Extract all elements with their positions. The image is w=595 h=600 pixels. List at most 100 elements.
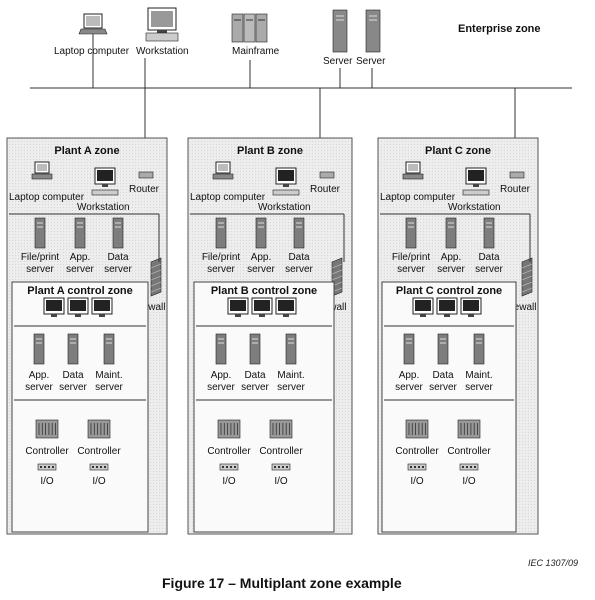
server-icon: [445, 217, 457, 249]
diagram-label: Workstation: [77, 202, 130, 213]
control-zone-box: [11, 281, 149, 533]
diagram-label: server: [207, 382, 235, 393]
device-label: Laptop computer: [54, 46, 130, 57]
diagram-label: App.: [399, 370, 420, 381]
diagram-label: I/O: [40, 476, 54, 487]
diagram-label: server: [59, 382, 87, 393]
server-icon: [249, 333, 261, 365]
server-icon: [215, 333, 227, 365]
hmi-monitor-icon: [436, 297, 458, 317]
diagram-label: server: [26, 264, 54, 275]
server-icon: [33, 333, 45, 365]
diagram-label: I/O: [410, 476, 424, 487]
diagram-label: Data: [244, 370, 266, 381]
diagram-label: Router: [500, 184, 531, 195]
server-icon: [103, 333, 115, 365]
diagram-label: Data: [432, 370, 454, 381]
diagram-label: File/print: [392, 252, 431, 263]
hmi-monitor-icon: [460, 297, 482, 317]
controller-icon: [405, 419, 429, 439]
io-module-icon: [37, 463, 57, 471]
server-icon: [403, 333, 415, 365]
server-icon: [293, 217, 305, 249]
hmi-monitor-icon: [227, 297, 249, 317]
diagram-label: Plant C zone: [425, 145, 491, 157]
diagram-label: App.: [211, 370, 232, 381]
diagram-label: Controller: [25, 446, 69, 457]
diagram-label: File/print: [202, 252, 241, 263]
hmi-monitor-icon: [275, 167, 297, 187]
server-icon: [74, 217, 86, 249]
io-module-icon: [407, 463, 427, 471]
hmi-monitor-icon: [275, 297, 297, 317]
diagram-label: Data: [62, 370, 84, 381]
diagram-label: I/O: [274, 476, 288, 487]
diagram-label: server: [95, 382, 123, 393]
server-icon: [405, 217, 417, 249]
controller-icon: [87, 419, 111, 439]
laptop-icon: [78, 13, 108, 35]
io-module-icon: [89, 463, 109, 471]
diagram-label: server: [247, 264, 275, 275]
server-icon: [67, 333, 79, 365]
server-icon: [483, 217, 495, 249]
diagram-label: server: [475, 264, 503, 275]
server-icon: [112, 217, 124, 249]
diagram-label: Plant A zone: [54, 145, 119, 157]
diagram-label: Workstation: [448, 202, 501, 213]
diagram-label: Router: [310, 184, 341, 195]
server-icon: [285, 333, 297, 365]
control-zone-box: [381, 281, 517, 533]
diagram-label: Plant C control zone: [396, 285, 502, 297]
laptop-icon: [31, 161, 53, 180]
diagram-label: Controller: [259, 446, 303, 457]
control-zone-box: [193, 281, 335, 533]
diagram-label: Controller: [207, 446, 251, 457]
diagram-label: Data: [478, 252, 500, 263]
diagram-label: Maint.: [95, 370, 122, 381]
diagram-label: Data: [288, 252, 310, 263]
diagram-label: Firewall: [502, 302, 536, 313]
hmi-monitor-icon: [43, 297, 65, 317]
enterprise-zone: Enterprise zone Laptop computer Workstat…: [30, 7, 572, 174]
server-icon: [255, 217, 267, 249]
device-label: Workstation: [136, 46, 189, 57]
diagram-label: File/print: [21, 252, 60, 263]
diagram-label: server: [465, 382, 493, 393]
diagram-label: server: [395, 382, 423, 393]
laptop-icon: [212, 161, 234, 180]
server-icon: [332, 9, 348, 53]
diagram-label: App.: [70, 252, 91, 263]
device-label: Server: [323, 56, 353, 67]
diagram-label: server: [104, 264, 132, 275]
server-icon: [473, 333, 485, 365]
diagram-label: App.: [441, 252, 462, 263]
controller-icon: [35, 419, 59, 439]
firewall-icon: [150, 257, 162, 297]
hmi-monitor-icon: [94, 167, 116, 187]
diagram-label: server: [277, 382, 305, 393]
diagram-label: Controller: [447, 446, 491, 457]
diagram-label: I/O: [92, 476, 106, 487]
router-icon: [509, 171, 525, 179]
diagram-label: Plant B control zone: [211, 285, 317, 297]
diagram-label: server: [437, 264, 465, 275]
server-icon: [34, 217, 46, 249]
hmi-monitor-icon: [412, 297, 434, 317]
controller-icon: [269, 419, 293, 439]
diagram-label: Workstation: [258, 202, 311, 213]
diagram-label: server: [429, 382, 457, 393]
diagram-label: server: [285, 264, 313, 275]
router-icon: [138, 171, 154, 179]
diagram-label: Maint.: [465, 370, 492, 381]
diagram-label: Plant A control zone: [27, 285, 133, 297]
controller-icon: [217, 419, 241, 439]
firewall-icon: [521, 257, 533, 297]
diagram-label: Data: [107, 252, 129, 263]
diagram-label: server: [25, 382, 53, 393]
